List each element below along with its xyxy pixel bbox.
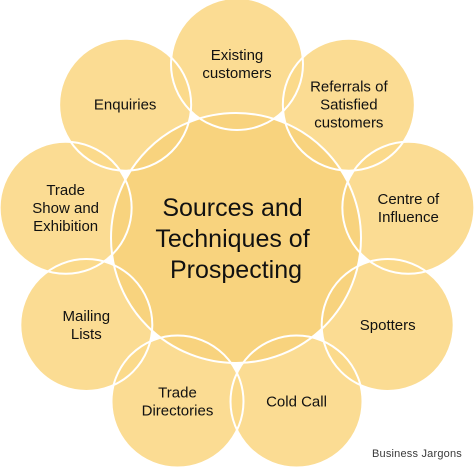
watermark: Business Jargons (371, 448, 462, 460)
petal-existing-customers (171, 0, 303, 130)
petal-outline-spotters (320, 258, 455, 392)
petal-outline-enquiries (58, 37, 193, 172)
petal-outline-existing-customers (170, 0, 304, 131)
petal-outline-referrals (281, 37, 416, 172)
center-title: Sources and Techniques of Prospecting (155, 194, 316, 284)
petal-trade-show (0, 141, 132, 274)
petal-trade-directories (111, 335, 244, 468)
petal-referrals (282, 38, 415, 171)
petal-label-cold-call: Cold Call (266, 394, 327, 411)
petal-mailing-lists (20, 259, 153, 391)
petal-label-enquiries: Enquiries (94, 97, 157, 114)
petal-spotters (321, 259, 454, 391)
petal-outline-trade-show (0, 140, 133, 275)
petal-enquiries (59, 38, 192, 171)
petal-outline-centre-of-influence (341, 140, 474, 275)
petal-outline-mailing-lists (19, 258, 154, 392)
center-circle (110, 112, 362, 364)
petal-label-spotters: Spotters (360, 317, 416, 334)
petal-cold-call (230, 335, 363, 468)
petal-centre-of-influence (342, 141, 474, 274)
